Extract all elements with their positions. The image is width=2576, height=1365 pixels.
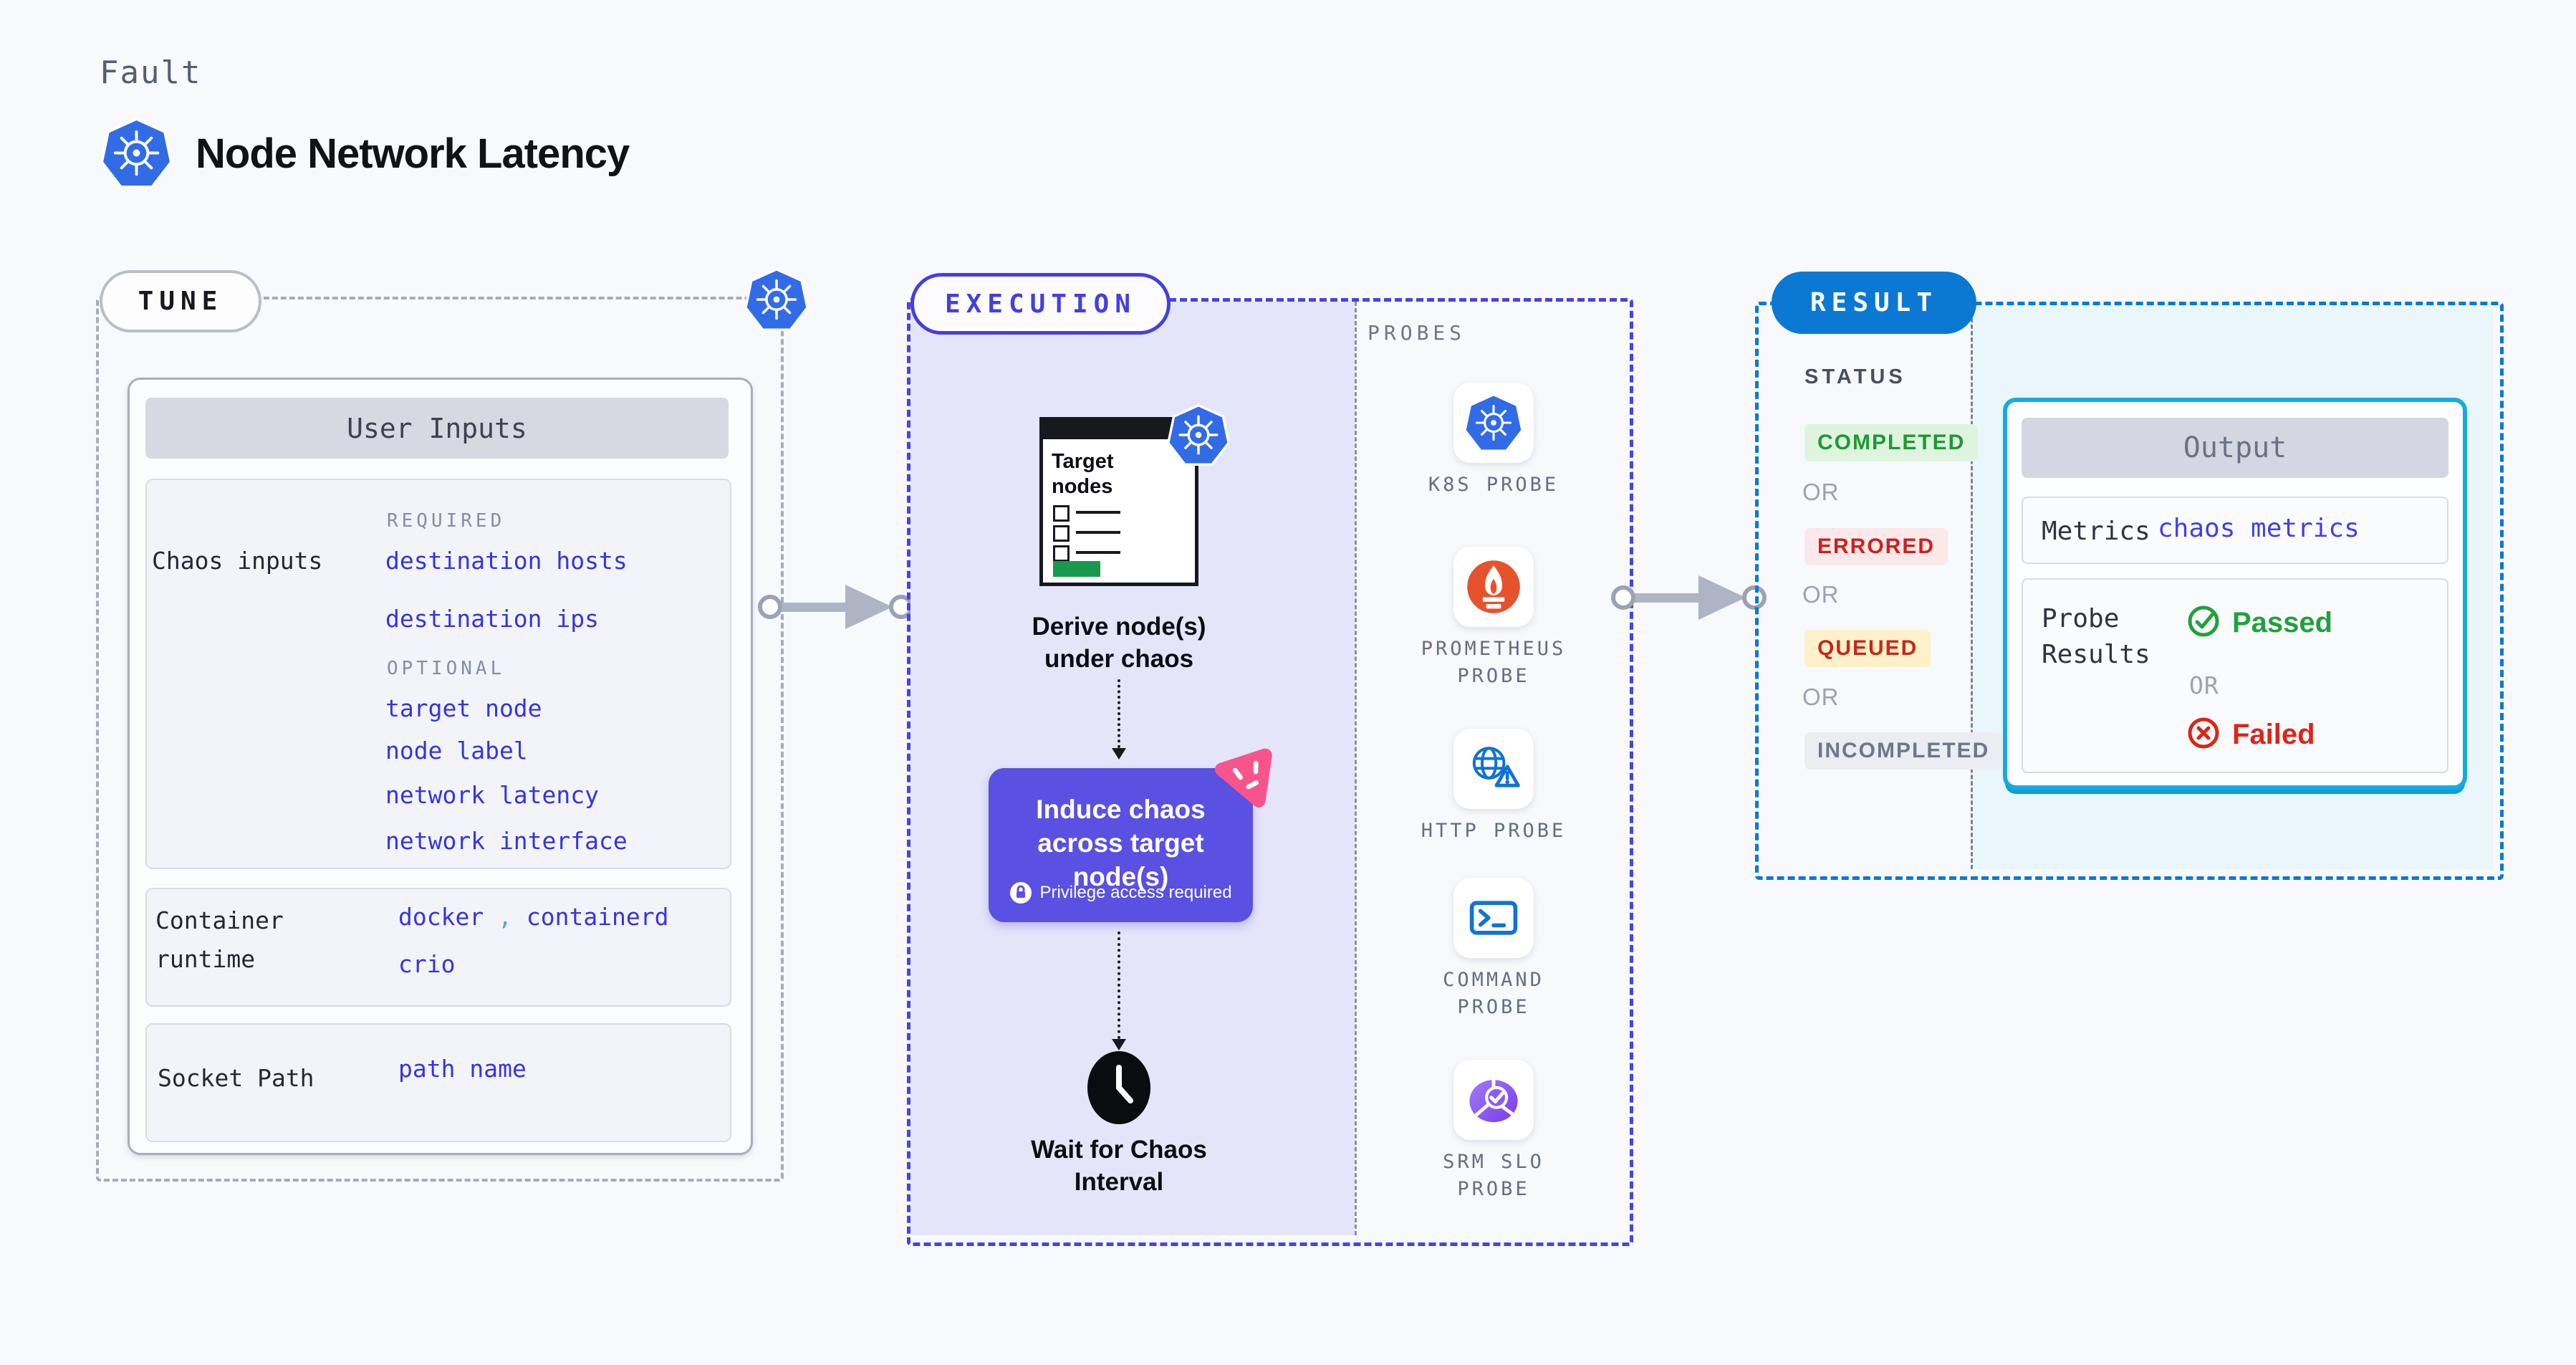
- failed-x-icon: [2188, 717, 2219, 749]
- probe-card-prometheus: [1453, 547, 1534, 627]
- probe-card-http: [1453, 729, 1534, 809]
- probe-label: COMMAND PROBE: [1443, 969, 1544, 1018]
- chaos-input-value: target node: [385, 694, 542, 722]
- metrics-label: Metrics: [2042, 517, 2150, 546]
- output-header: Output: [2022, 418, 2448, 478]
- page-kicker: Fault: [100, 54, 202, 91]
- clock-icon: [1087, 1051, 1150, 1124]
- kubernetes-icon: [1168, 404, 1229, 466]
- container-runtime-box: [145, 888, 731, 1007]
- status-badge-incompleted: INCOMPLETED: [1804, 732, 2003, 770]
- terminal-icon: [1469, 901, 1518, 935]
- target-nodes-title: Target nodes: [1052, 450, 1114, 498]
- or-label: OR: [1802, 479, 1840, 505]
- lock-icon: [1010, 882, 1032, 904]
- status-badge-errored: ERRORED: [1804, 528, 1948, 565]
- derive-nodes-label: Derive node(s) under chaos: [1032, 613, 1206, 673]
- chaos-input-value: network interface: [385, 827, 628, 855]
- wait-chaos-label: Wait for Chaos Interval: [1031, 1136, 1207, 1196]
- probe-card-k8s: [1453, 383, 1534, 463]
- probe-label: K8S PROBE: [1428, 474, 1559, 496]
- probe-label: SRM SLO PROBE: [1443, 1151, 1544, 1200]
- metrics-row: [2022, 497, 2448, 564]
- probes-separator: [1355, 302, 1357, 1235]
- or-label: OR: [1802, 684, 1840, 710]
- container-runtime-label: Container runtime: [155, 906, 284, 973]
- metrics-value-link: chaos metrics: [2158, 514, 2360, 543]
- status-badge-queued: QUEUED: [1804, 630, 1931, 667]
- privilege-row: Privilege access required: [989, 881, 1253, 904]
- chaos-input-value: destination hosts: [385, 547, 628, 575]
- probe-card-command: [1453, 878, 1534, 958]
- progress-bar: [1053, 561, 1100, 577]
- socket-path-box: [145, 1023, 731, 1142]
- chaos-inputs-label: Chaos inputs: [152, 547, 323, 575]
- flow-connector: [1118, 931, 1120, 1039]
- litmus-chaos-icon: [1214, 748, 1272, 808]
- chaos-input-value: destination ips: [385, 605, 600, 633]
- srm-slo-pie-check-icon: [1469, 1078, 1518, 1123]
- or-label: OR: [2189, 671, 2219, 699]
- or-label: OR: [1802, 581, 1840, 608]
- http-globe-warning-icon: [1472, 747, 1520, 787]
- probes-heading: PROBES: [1368, 321, 1466, 345]
- induce-chaos-label: Induce chaos across target node(s): [1036, 795, 1206, 891]
- passed-check-icon: [2188, 605, 2219, 637]
- status-heading: STATUS: [1804, 365, 1906, 388]
- comma-separator: ,: [498, 903, 512, 931]
- kubernetes-icon: [1466, 396, 1522, 450]
- chaos-input-value: network latency: [385, 781, 600, 809]
- failed-label: Failed: [2232, 719, 2315, 750]
- flow-connector: [1118, 679, 1120, 748]
- chaos-inputs-box: [145, 479, 731, 869]
- user-inputs-header: User Inputs: [145, 398, 729, 459]
- socket-path-label: Socket Path: [158, 1064, 314, 1092]
- container-runtime-value: crio: [398, 950, 456, 978]
- prometheus-icon: [1467, 560, 1520, 613]
- target-nodes-document: Target nodes: [1039, 417, 1198, 586]
- flow-arrowhead: [1112, 1039, 1126, 1050]
- tune-badge: TUNE: [100, 270, 261, 332]
- probe-results-row: [2022, 578, 2448, 773]
- passed-label: Passed: [2232, 607, 2333, 638]
- execution-badge: EXECUTION: [910, 273, 1171, 335]
- result-badge: RESULT: [1772, 272, 1976, 334]
- probe-results-label: Probe Results: [2042, 604, 2150, 669]
- kubernetes-icon: [745, 268, 808, 331]
- probe-label: HTTP PROBE: [1421, 820, 1567, 842]
- required-label: REQUIRED: [387, 510, 506, 532]
- status-badge-completed: COMPLETED: [1804, 424, 1979, 461]
- probe-label: PROMETHEUS PROBE: [1421, 638, 1567, 687]
- output-card: Output Metrics chaos metrics Probe Resul…: [2003, 398, 2467, 790]
- chaos-input-value: node label: [385, 737, 528, 765]
- optional-label: OPTIONAL: [387, 658, 506, 679]
- probe-card-srm-slo: [1453, 1060, 1534, 1140]
- status-separator: [1971, 305, 1973, 869]
- induce-chaos-card: Induce chaos across target node(s) Privi…: [989, 768, 1253, 922]
- socket-path-value: path name: [398, 1055, 527, 1083]
- tune-section-box: [96, 297, 784, 1182]
- page-title: Node Network Latency: [196, 130, 630, 177]
- flow-arrowhead: [1112, 748, 1126, 760]
- kubernetes-icon: [101, 118, 172, 188]
- privilege-label: Privilege access required: [1039, 883, 1232, 902]
- container-runtime-values: docker , containerd: [398, 903, 669, 931]
